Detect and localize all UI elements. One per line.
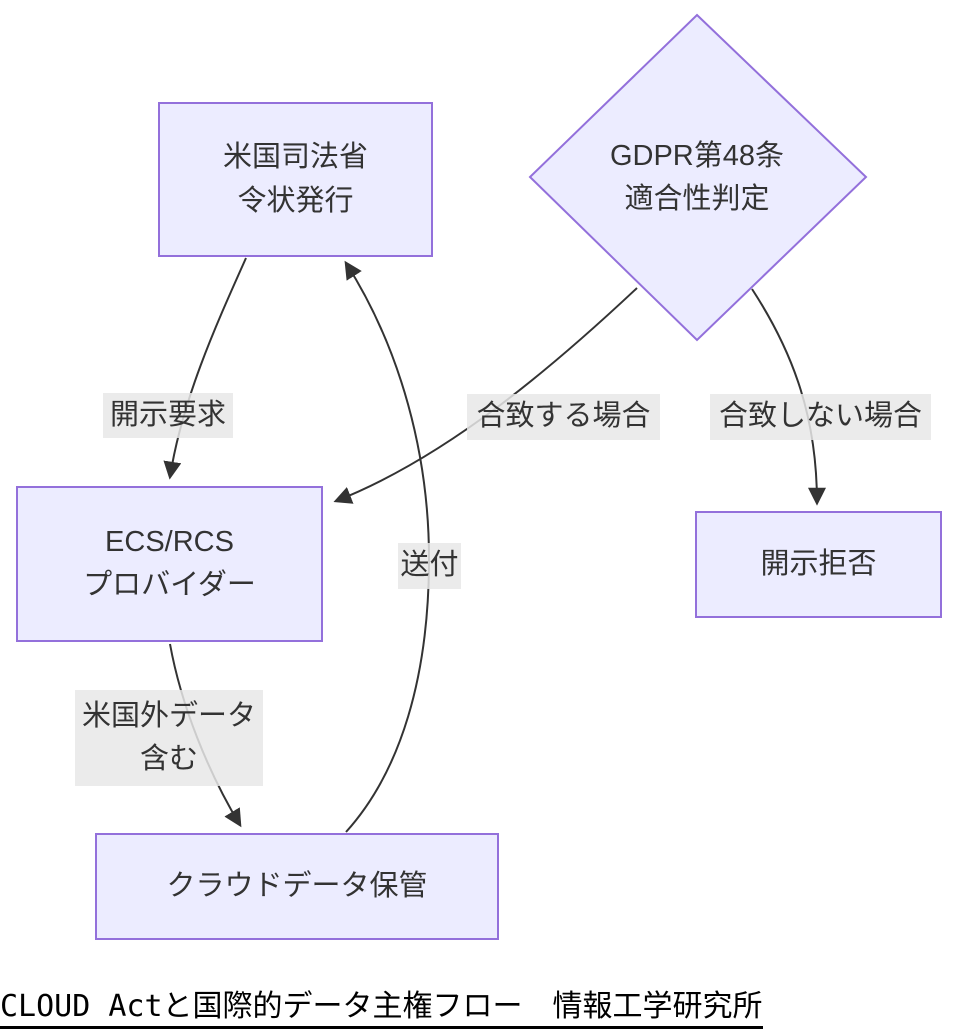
node-gdpr-decision-label: GDPR第48条 適合性判定	[609, 139, 785, 216]
edge-label-if-conforms: 合致する場合	[467, 394, 660, 440]
edge-label-if-not-conforms: 合致しない場合	[710, 394, 931, 440]
edge-label-disclosure-request: 開示要求	[103, 393, 233, 438]
node-doj-warrant: 米国司法省 令状発行	[158, 102, 433, 257]
edge-doj-to-ecs	[163, 257, 247, 480]
edge-gdpr-to-refusal	[751, 288, 826, 506]
edge-label-includes-non-us-data: 米国外データ 含む	[75, 690, 263, 786]
node-ecs-rcs-provider: ECS/RCS プロバイダー	[16, 486, 323, 642]
edge-label-send: 送付	[398, 543, 461, 589]
diagram-title-text: CLOUD Actと国際的データ主権フロー 情報工学研究所	[0, 989, 763, 1029]
node-disclosure-refusal: 開示拒否	[695, 511, 942, 618]
node-cloud-data-storage: クラウドデータ保管	[95, 833, 499, 940]
node-gdpr-diamond-shape	[528, 13, 868, 342]
diagram-title: CLOUD Actと国際的データ主権フロー 情報工学研究所	[0, 981, 763, 1029]
